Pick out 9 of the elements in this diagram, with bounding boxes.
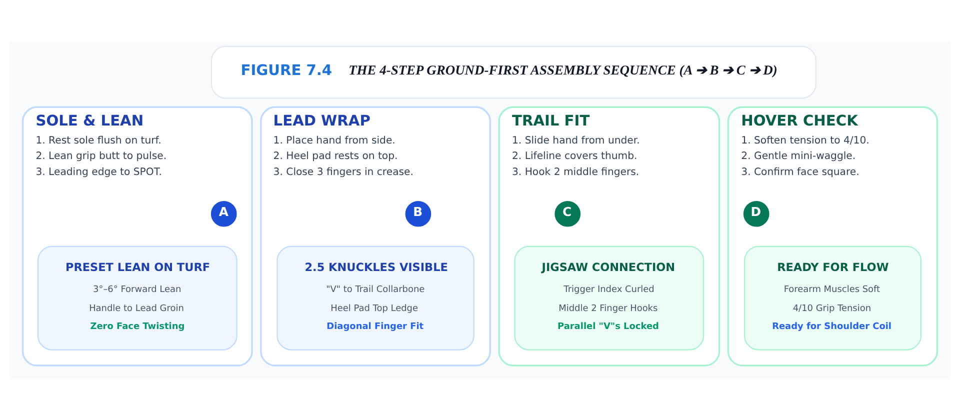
node-box: FIGURE 7.4 THE 4-STEP GROUND-FIRST ASSEMBLY SEQUENCE (A ➔ B ➔ C ➔ D) xyxy=(210,45,816,98)
node-box: JIGSAW CONNECTION Trigger Index Curled Middle 2 Finger Hooks Parallel "V"s Locked xyxy=(514,245,704,350)
node-box: 2.5 KNUCKLES VISIBLE "V" to Trail Collarbone Heel Pad Top Ledge Diagonal Finger Fit xyxy=(276,245,474,350)
node-circle: B xyxy=(405,200,432,226)
node-box: READY FOR FLOW Forearm Muscles Soft 4/10 Grip Tension Ready for Shoulder Coil xyxy=(744,245,922,350)
node-circle: C xyxy=(554,200,581,226)
node-box: PRESET LEAN ON TURF 3°–6° Forward Lean Handle to Lead Groin Zero Face Twisting xyxy=(37,245,238,350)
node-circle: A xyxy=(210,200,237,226)
node-circle: D xyxy=(743,200,770,226)
